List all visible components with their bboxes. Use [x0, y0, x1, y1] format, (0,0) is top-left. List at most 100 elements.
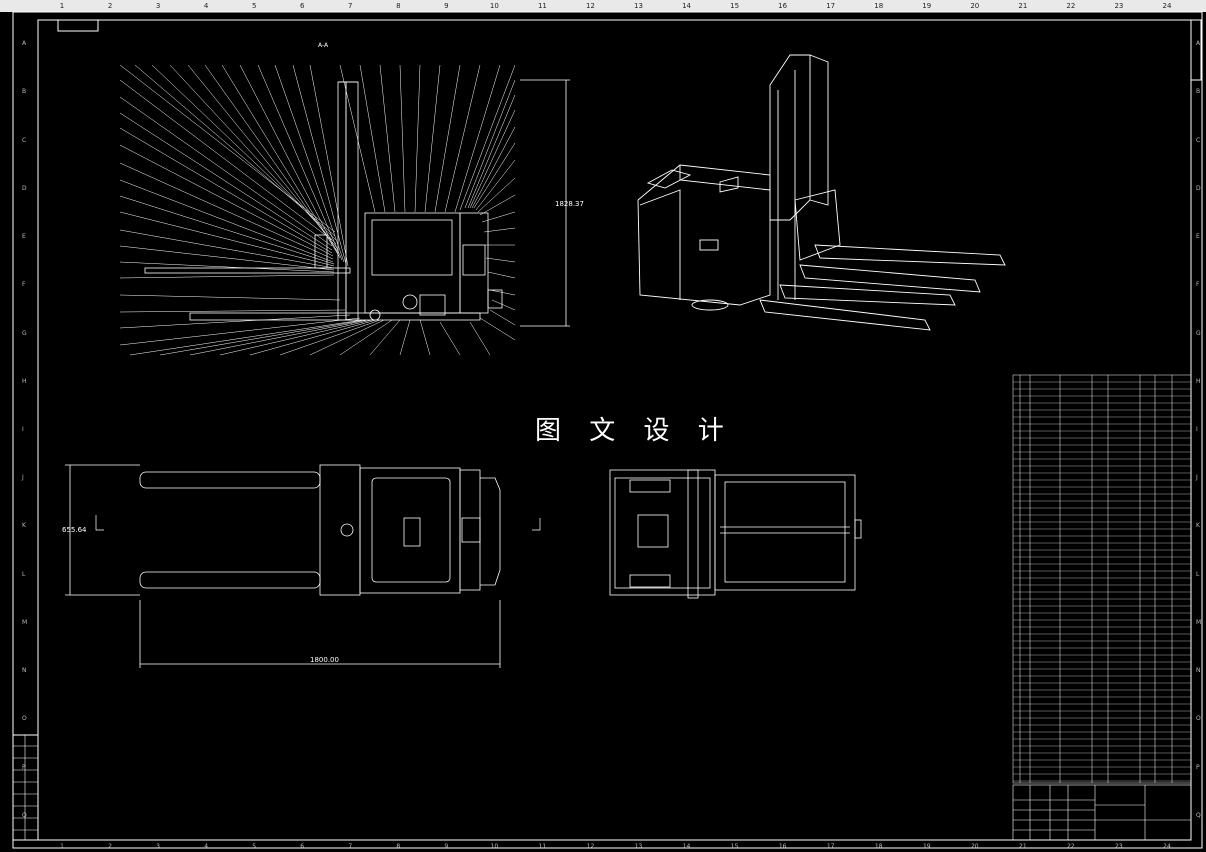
top-ruler-number: 3 — [155, 2, 161, 10]
top-ruler-number: 13 — [634, 2, 643, 10]
top-ruler-number: 1 — [59, 2, 65, 10]
top-ruler-number: 2 — [107, 2, 113, 10]
right-ruler-letter: L — [1196, 570, 1200, 578]
top-ruler-number: 6 — [299, 2, 305, 10]
right-ruler-letter: M — [1196, 618, 1202, 626]
right-ruler-letter: I — [1196, 426, 1198, 433]
top-ruler-number: 4 — [203, 2, 209, 10]
battery-box — [459, 212, 489, 314]
right-ruler-letter: D — [1196, 184, 1201, 192]
plan-view — [65, 464, 541, 668]
left-ruler-letter: Q — [22, 811, 27, 819]
left-ruler-letter: H — [22, 377, 27, 385]
right-ruler-letter: B — [1196, 88, 1201, 96]
top-ruler-number: 5 — [251, 2, 257, 10]
bottom-ruler-number: 12 — [586, 843, 595, 850]
left-ruler-letter: F — [22, 281, 26, 289]
left-ruler-letter: K — [22, 522, 26, 530]
bottom-ruler-number: 5 — [252, 843, 257, 850]
bottom-ruler-number: 11 — [538, 843, 547, 850]
top-ruler-number: 14 — [682, 2, 692, 10]
bottom-ruler-number: 20 — [970, 843, 979, 850]
side-elevation-view — [119, 64, 570, 356]
top-ruler-number: 10 — [489, 2, 499, 10]
right-ruler-letter: G — [1196, 329, 1201, 337]
right-ruler-letter: O — [1196, 715, 1201, 723]
right-ruler-letter: F — [1196, 281, 1200, 289]
bottom-ruler-number: 4 — [204, 843, 209, 850]
front-frame — [714, 474, 856, 591]
iso-base-2 — [779, 284, 956, 306]
bottom-ruler-number: 16 — [778, 843, 787, 850]
bottom-ruler-number: 10 — [490, 843, 499, 850]
plan-fork-lower — [139, 571, 321, 589]
mast-inner — [345, 81, 359, 321]
right-ruler-letter: J — [1196, 474, 1198, 482]
height-dimension: 1828.37 — [555, 200, 584, 208]
front-body — [609, 469, 716, 596]
bottom-ruler-number: 2 — [108, 843, 112, 850]
bottom-ruler-number: 1 — [60, 843, 64, 850]
left-ruler-letter: I — [22, 426, 24, 433]
plan-fork-upper — [139, 471, 321, 489]
bottom-ruler-number: 7 — [348, 843, 353, 850]
bottom-ruler-number: 15 — [730, 843, 739, 850]
iso-mast — [769, 54, 811, 221]
top-ruler-number: 22 — [1066, 2, 1076, 10]
bottom-ruler-number: 8 — [396, 843, 401, 850]
mast-outer — [337, 81, 347, 321]
top-ruler-number: 18 — [874, 2, 884, 10]
revision-strip-rows — [13, 735, 38, 840]
right-ruler-letter: N — [1196, 667, 1201, 675]
bottom-ruler-number: 17 — [826, 843, 835, 850]
top-ruler-number: 7 — [348, 2, 353, 10]
bottom-ruler-number: 22 — [1067, 843, 1075, 850]
right-ruler-letter: Q — [1196, 811, 1201, 819]
right-ruler-letter: E — [1196, 233, 1200, 241]
top-ruler-number: 23 — [1114, 2, 1124, 10]
top-ruler-number: 24 — [1162, 2, 1172, 10]
left-ruler-letter: J — [22, 474, 24, 482]
right-ruler-letter: C — [1196, 136, 1201, 144]
bottom-ruler-number: 23 — [1115, 843, 1123, 850]
left-ruler-letter: M — [22, 618, 28, 626]
right-ruler-letter: K — [1196, 522, 1200, 530]
revision-strip — [12, 734, 39, 841]
left-ruler-letter: O — [22, 715, 27, 723]
section-label: A-A — [318, 42, 329, 49]
front-view — [609, 469, 862, 599]
top-ruler-number: 12 — [586, 2, 595, 10]
top-ruler-number: 21 — [1018, 2, 1028, 10]
length-dimension: 1800.00 — [310, 656, 339, 664]
top-ruler-number: 8 — [396, 2, 401, 10]
bottom-ruler-number: 13 — [634, 843, 643, 850]
outer-frame — [12, 11, 1203, 849]
top-ruler-number: 9 — [444, 2, 449, 10]
iso-fork-2 — [799, 264, 981, 293]
left-ruler-letter: C — [22, 136, 27, 144]
bottom-ruler-number: 3 — [156, 843, 160, 850]
top-ruler-number: 19 — [922, 2, 932, 10]
left-ruler-letter: P — [22, 763, 26, 771]
left-ruler-letter: A — [22, 40, 27, 48]
parts-list-table — [1012, 374, 1192, 784]
plan-body — [359, 467, 461, 594]
bottom-ruler-number: 14 — [682, 843, 691, 850]
bottom-ruler-number: 9 — [444, 843, 449, 850]
right-ruler-letter: H — [1196, 377, 1201, 385]
left-ruler-letter: B — [22, 88, 27, 96]
left-ruler-letter: D — [22, 184, 27, 192]
right-ruler-letter: P — [1196, 763, 1200, 771]
bottom-ruler-number: 18 — [874, 843, 883, 850]
top-ruler-number: 15 — [730, 2, 740, 10]
corner-tag-box — [57, 19, 99, 32]
iso-fork-1 — [814, 244, 1006, 266]
left-ruler-letter: L — [22, 570, 26, 578]
bottom-ruler-number: 21 — [1019, 843, 1027, 850]
top-ruler-number: 17 — [826, 2, 836, 10]
top-ruler-number: 20 — [970, 2, 980, 10]
bottom-ruler-number: 19 — [922, 843, 931, 850]
right-corner-tag — [1190, 19, 1202, 81]
